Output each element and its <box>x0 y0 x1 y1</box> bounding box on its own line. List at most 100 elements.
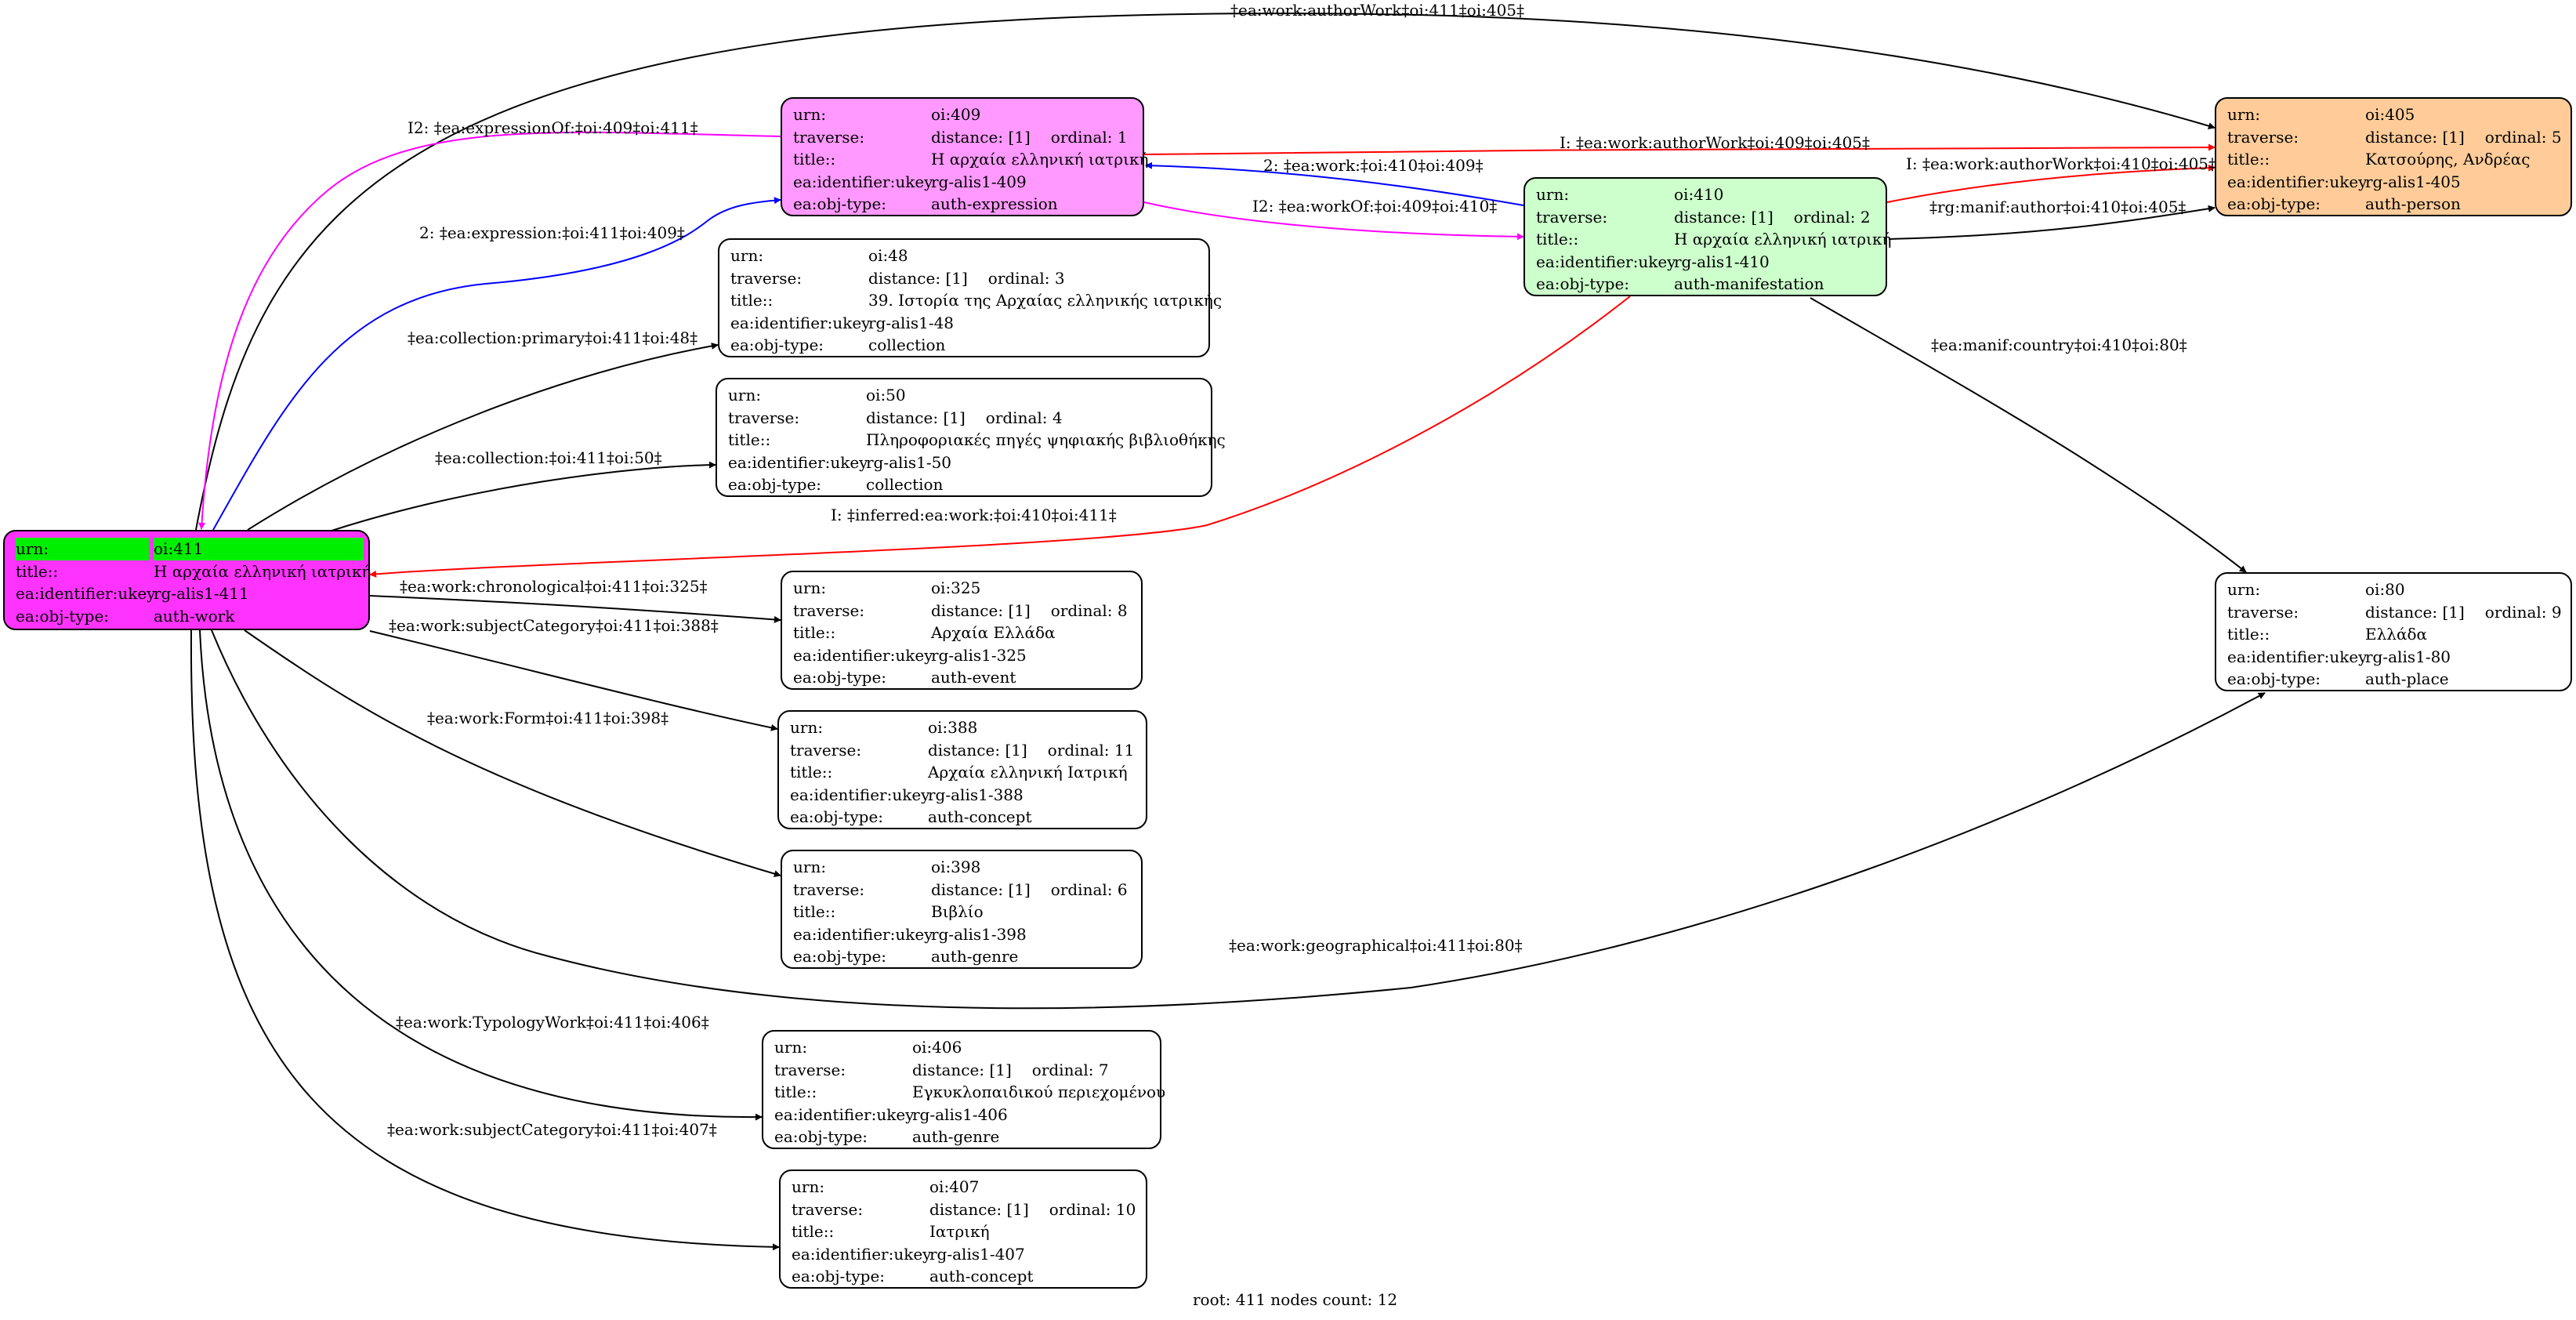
edge-label-subjcat-411-407: ‡ea:work:subjectCategory‡oi:411‡oi:407‡ <box>387 1120 717 1139</box>
node-field-label: title:: <box>728 430 771 449</box>
node-ordinal: ordinal: 8 <box>1050 600 1128 620</box>
node-field-label: title:: <box>1536 230 1579 248</box>
node-type-row: ea:obj-type:auth-manifestation <box>1536 273 1881 296</box>
node-oi-80[interactable]: urn:oi:80 traverse:distance: [1]ordinal:… <box>2215 572 2572 691</box>
node-oi-405[interactable]: urn:oi:405 traverse:distance: [1]ordinal… <box>2215 97 2572 216</box>
node-title: 39. Ιστορία της Αρχαίας ελληνικής ιατρικ… <box>868 291 1223 310</box>
node-field-label: ea:identifier:ukey <box>793 924 933 944</box>
node-traverse-row: traverse:distance: [1]ordinal: 6 <box>793 879 1136 901</box>
node-oi-407[interactable]: urn:oi:407 traverse:distance: [1]ordinal… <box>779 1170 1147 1289</box>
node-objtype: auth-event <box>931 668 1016 687</box>
node-oi-410[interactable]: urn:oi:410 traverse:distance: [1]ordinal… <box>1523 177 1891 296</box>
node-oi-411[interactable]: urn: oi:411 title:: Η αρχαία ελληνική ια… <box>3 530 371 630</box>
node-urn: oi:325 <box>931 578 981 597</box>
node-type-row: ea:obj-type:auth-place <box>2227 668 2566 691</box>
node-oi-409[interactable]: urn:oi:409 traverse:distance: [1]ordinal… <box>781 97 1148 216</box>
edge-inferred-410-411 <box>369 296 1631 578</box>
node-urn: oi:50 <box>866 386 906 404</box>
node-traverse-row: traverse:distance: [1]ordinal: 10 <box>792 1199 1141 1221</box>
node-type-row: ea:obj-type:auth-concept <box>792 1265 1141 1288</box>
edge-label-collection-411-50: ‡ea:collection:‡oi:411‡oi:50‡ <box>435 448 662 467</box>
edge-label-authorwork-409-405: I: ‡ea:work:authorWork‡oi:409‡oi:405‡ <box>1560 133 1870 152</box>
node-urn: oi:407 <box>929 1177 980 1196</box>
edge-collection-411-50 <box>328 461 716 532</box>
node-urn-row: urn:oi:410 <box>1536 183 1881 206</box>
node-ordinal: ordinal: 11 <box>1047 740 1135 760</box>
node-distance: distance: [1] <box>929 1199 1029 1219</box>
node-field-label: title:: <box>793 623 836 642</box>
node-urn: oi:388 <box>928 718 978 737</box>
node-field-label: urn: <box>730 246 764 265</box>
node-title-row: title::Αρχαία Ελλάδα <box>793 622 1136 644</box>
node-field-label: title:: <box>2227 625 2270 644</box>
node-title: Ελλάδα <box>2365 625 2428 644</box>
node-urn: oi:411 <box>154 538 364 560</box>
node-urn-row: urn:oi:406 <box>774 1036 1155 1059</box>
edge-label-authorwork-411-405: ‡ea:work:authorWork‡oi:411‡oi:405‡ <box>1230 1 1524 20</box>
node-title: Εγκυκλοπαιδικού περιεχομένου <box>912 1082 1166 1101</box>
node-oi-406[interactable]: urn:oi:406 traverse:distance: [1]ordinal… <box>762 1030 1165 1149</box>
node-distance: distance: [1] <box>912 1060 1012 1079</box>
node-title-row: title::Εγκυκλοπαιδικού περιεχομένου <box>774 1081 1165 1104</box>
node-type-row: ea:obj-type:auth-person <box>2227 193 2566 216</box>
node-oi-48[interactable]: urn: oi:48 traverse:distance: [1]ordinal:… <box>718 238 1222 357</box>
node-traverse-row: traverse:distance: [1]ordinal: 3 <box>730 267 1204 290</box>
node-field-label: urn: <box>790 718 824 737</box>
node-field-label: urn: <box>792 1177 825 1196</box>
node-title: Αρχαία Ελλάδα <box>931 623 1056 642</box>
node-field-label: ea:identifier:ukey <box>792 1244 932 1264</box>
node-field-label: ea:identifier:ukey <box>793 172 933 191</box>
node-oi-50[interactable]: urn:oi:50 traverse:distance: [1]ordinal:… <box>716 378 1226 497</box>
node-urn-row: urn:oi:80 <box>2227 578 2566 601</box>
node-objtype: auth-expression <box>931 194 1058 213</box>
node-objtype: collection <box>868 335 946 354</box>
node-field-label: ea:obj-type: <box>16 606 110 626</box>
node-urn-row: urn:oi:398 <box>793 856 1136 879</box>
node-oi-325[interactable]: urn:oi:325 traverse:distance: [1]ordinal… <box>781 571 1143 690</box>
node-ordinal: ordinal: 3 <box>987 268 1065 288</box>
node-title-row: title::Πληροφοριακές πηγές ψηφιακής βιβλ… <box>728 429 1226 451</box>
node-urn-row: urn: oi:48 <box>730 245 1204 267</box>
edge-manifauthor-410-405 <box>1888 205 2216 240</box>
node-title: Η αρχαία ελληνική ιατρική <box>154 561 371 581</box>
node-type-row: ea:obj-type: auth-concept <box>790 806 1141 829</box>
node-ordinal: ordinal: 5 <box>2484 127 2562 147</box>
node-distance: distance: [1] <box>2365 602 2465 622</box>
node-oi-398[interactable]: urn:oi:398 traverse:distance: [1]ordinal… <box>781 850 1143 969</box>
node-field-label: title:: <box>16 561 59 581</box>
node-field-label: title:: <box>2227 150 2270 169</box>
node-field-label: title:: <box>792 1222 835 1241</box>
edge-country-410-80 <box>1810 297 2247 573</box>
node-ukey: rg-alis1-405 <box>2365 172 2461 191</box>
node-field-label: title:: <box>793 902 836 921</box>
node-ukey: rg-alis1-407 <box>929 1244 1025 1264</box>
node-title-row: title::Ελλάδα <box>2227 623 2566 646</box>
node-title: Βιβλίο <box>931 902 984 921</box>
node-title-row: title::Η αρχαία ελληνική ιατρική <box>1536 228 1891 251</box>
node-field-label: traverse: <box>1536 207 1608 227</box>
node-oi-388[interactable]: urn:oi:388 traverse:distance: [1]ordinal… <box>777 710 1147 829</box>
node-field-label: traverse: <box>792 1199 864 1219</box>
edge-label-typology-411-406: ‡ea:work:TypologyWork‡oi:411‡oi:406‡ <box>396 1013 709 1032</box>
edge-label-country-410-80: ‡ea:manif:country‡oi:410‡oi:80‡ <box>1931 335 2187 354</box>
node-ukey: rg-alis1-410 <box>1674 252 1770 271</box>
node-field-label: ea:obj-type: <box>790 807 884 826</box>
node-field-label: traverse: <box>728 408 800 427</box>
node-ukey: rg-alis1-80 <box>2365 647 2451 666</box>
node-distance: distance: [1] <box>931 600 1031 620</box>
node-distance: distance: [1] <box>866 408 966 427</box>
node-objtype: auth-concept <box>928 807 1032 826</box>
edge-typology-411-406 <box>199 629 763 1121</box>
edge-label-primary-411-48: ‡ea:collection:primary‡oi:411‡oi:48‡ <box>408 328 697 347</box>
node-urn: oi:48 <box>868 246 908 265</box>
node-ukey: rg-alis1-398 <box>931 924 1027 944</box>
node-ukey: rg-alis1-325 <box>931 645 1027 665</box>
edge-primary-411-48 <box>247 342 719 531</box>
node-field-label: traverse: <box>2227 127 2299 147</box>
node-title-row: title::Αρχαία ελληνική Ιατρική <box>790 761 1141 784</box>
